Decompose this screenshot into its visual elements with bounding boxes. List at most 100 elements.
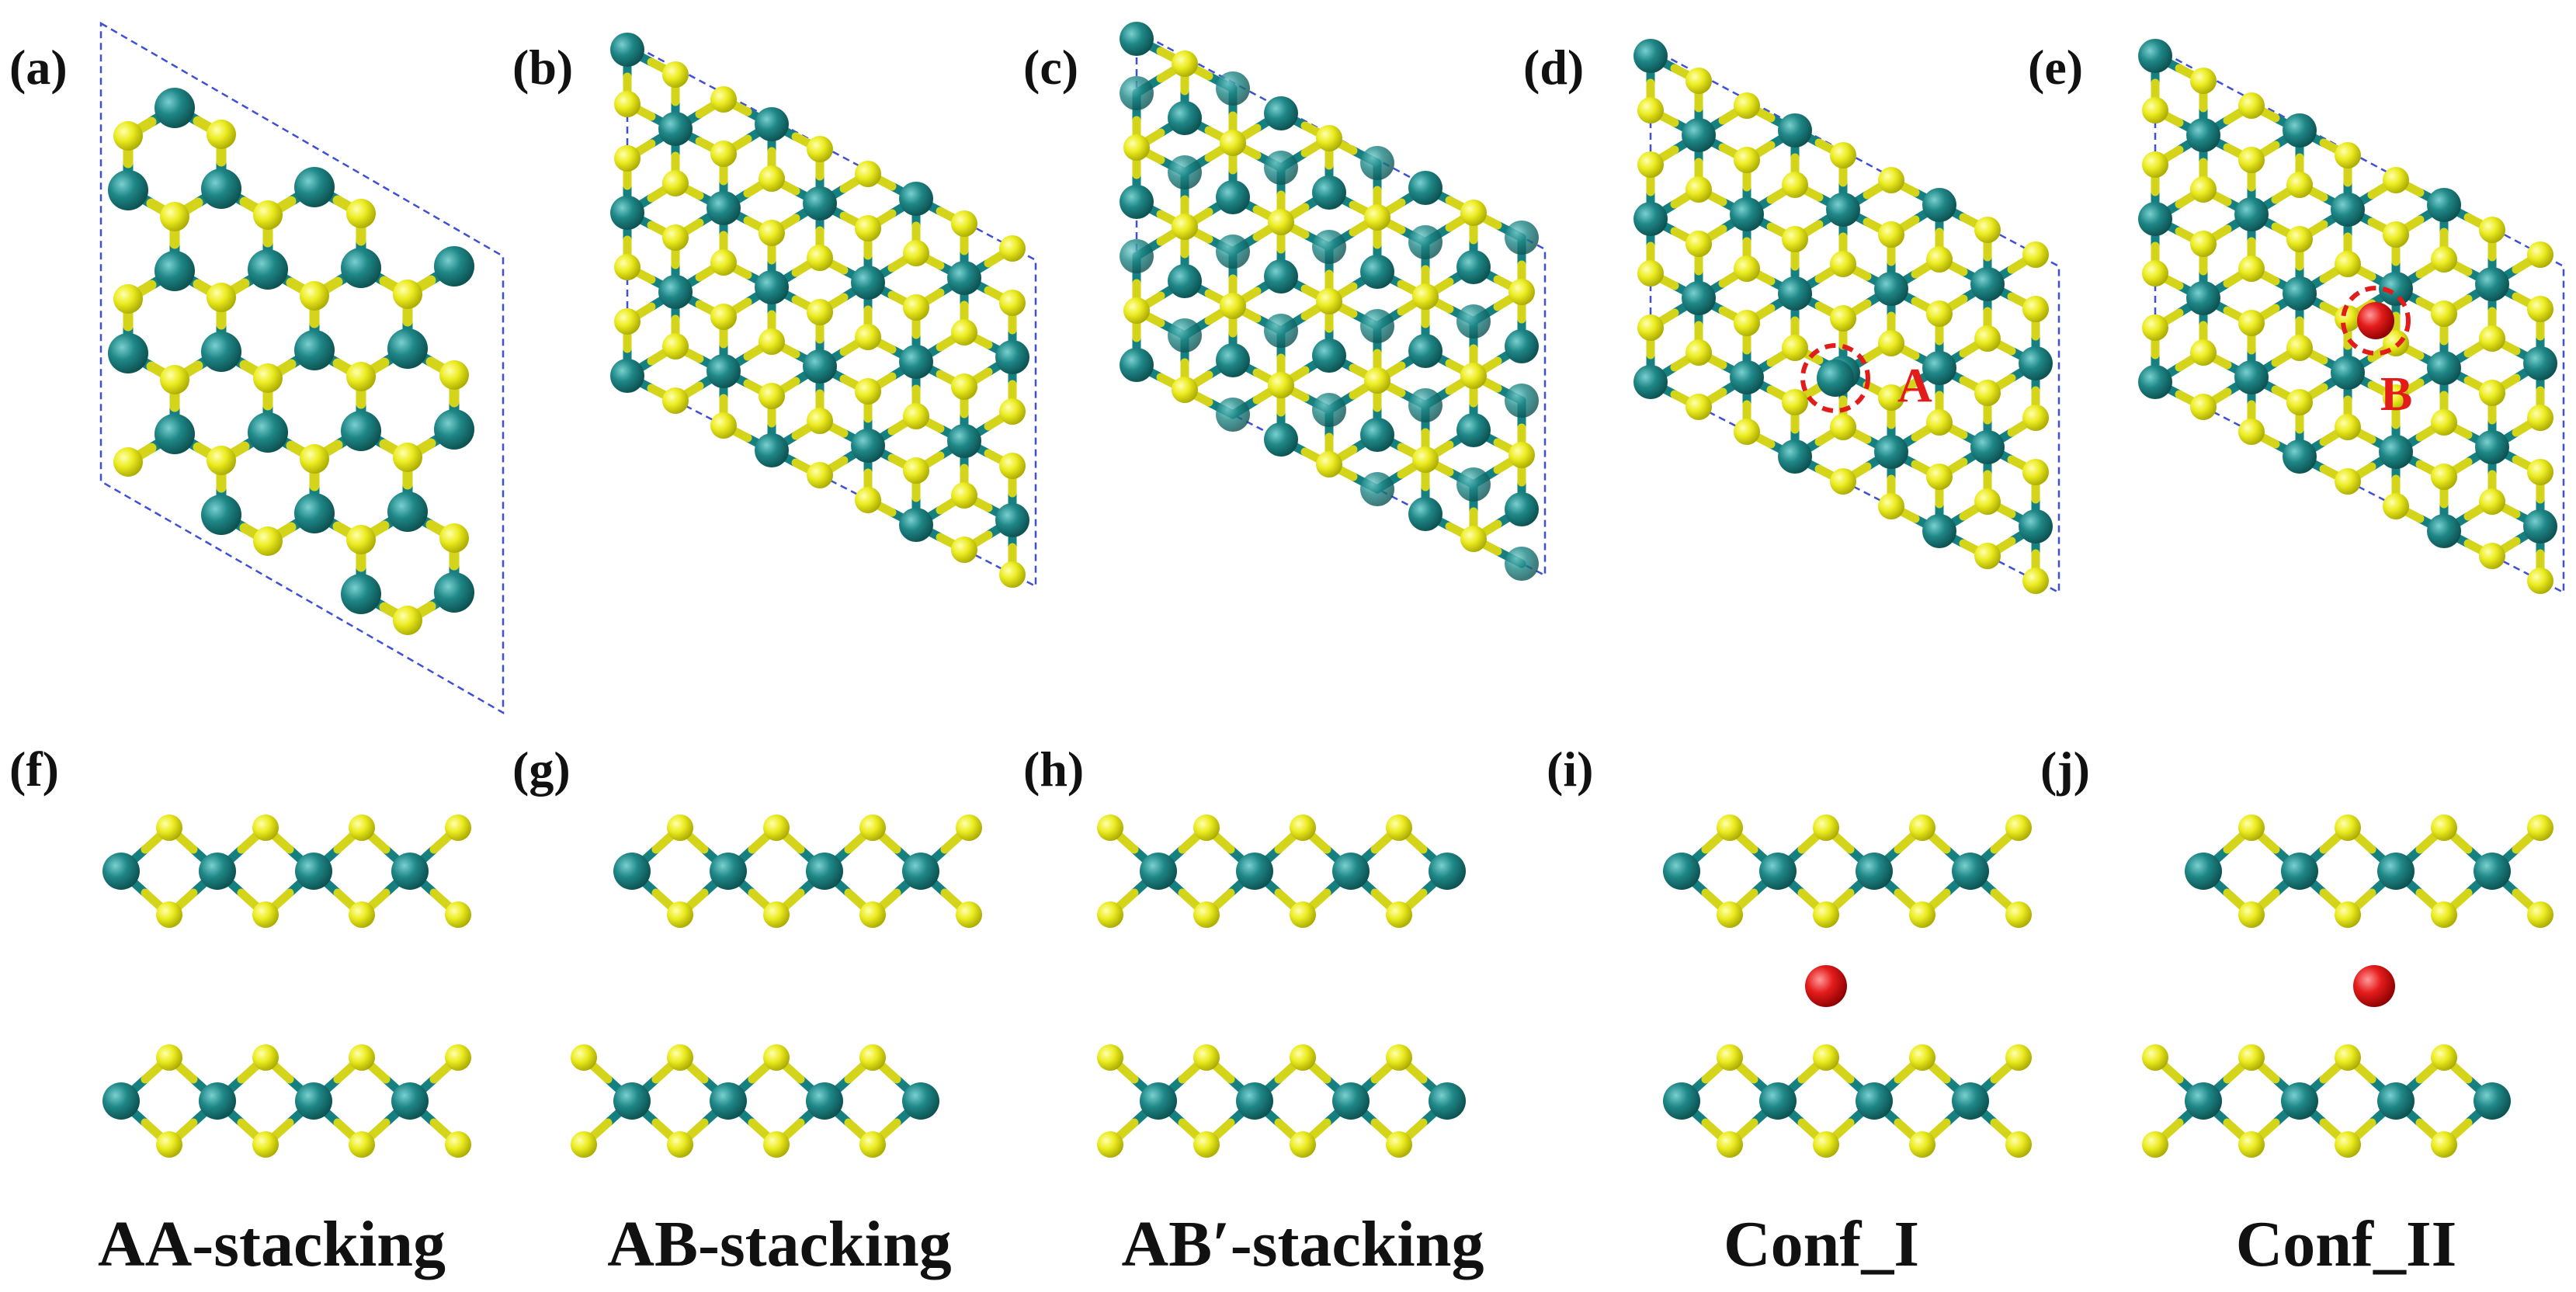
chalcogen-atom — [807, 462, 833, 488]
chalcogen-atom — [2479, 380, 2505, 406]
metal-atom — [108, 170, 148, 210]
caption-conf-ii: Conf_II — [2236, 1208, 2457, 1280]
metal-atom — [1505, 492, 1539, 526]
chalcogen-atom — [2238, 147, 2265, 173]
chalcogen-atom — [1926, 246, 1953, 273]
metal-atom — [1120, 239, 1154, 273]
metal-atom — [2427, 351, 2461, 385]
metal-atom — [610, 33, 644, 67]
chalcogen-atom — [763, 1044, 790, 1071]
metal-atom — [108, 333, 148, 373]
chalcogen-atom — [349, 814, 375, 841]
metal-atom — [1922, 514, 1956, 548]
chalcogen-atom — [1686, 68, 1712, 94]
metal-atom — [995, 340, 1029, 374]
chalcogen-atom — [113, 284, 143, 314]
chalcogen-atom — [2479, 325, 2505, 352]
chalcogen-atom — [2431, 300, 2457, 327]
panel-i-side-view — [1663, 814, 2032, 1158]
chalcogen-atom — [300, 281, 329, 311]
chalcogen-atom — [349, 901, 375, 928]
chalcogen-atom — [1637, 260, 1664, 287]
chalcogen-atom — [1878, 221, 1904, 248]
chalcogen-atom — [2383, 384, 2409, 411]
chalcogen-atom — [1460, 200, 1487, 226]
metal-atom — [341, 574, 381, 614]
metal-atom — [806, 1082, 843, 1120]
metal-atom — [899, 508, 933, 542]
chalcogen-atom — [207, 120, 236, 149]
chalcogen-atom — [710, 86, 737, 113]
metal-atom — [391, 853, 429, 890]
metal-atom — [899, 345, 933, 379]
metal-atom — [2185, 853, 2222, 890]
metal-atom — [1682, 281, 1716, 315]
chalcogen-atom — [2190, 231, 2217, 257]
chalcogen-atom — [1717, 901, 1743, 928]
chalcogen-atom — [1974, 380, 2001, 406]
chalcogen-atom — [1460, 363, 1487, 389]
chalcogen-atom — [951, 482, 977, 509]
chalcogen-atom — [2479, 217, 2505, 243]
chalcogen-atom — [951, 537, 977, 563]
chalcogen-atom — [1193, 814, 1220, 841]
chalcogen-atom — [903, 294, 929, 321]
chalcogen-atom — [2527, 241, 2553, 268]
chalcogen-atom — [763, 901, 790, 928]
chalcogen-atom — [2142, 260, 2168, 287]
metal-atom — [1682, 118, 1716, 152]
metal-atom — [902, 1082, 939, 1120]
chalcogen-atom — [1316, 125, 1342, 151]
chalcogen-atom — [2142, 151, 2168, 178]
chalcogen-atom — [1813, 1044, 1839, 1071]
metal-atom — [201, 332, 241, 372]
chalcogen-atom — [2005, 814, 2032, 841]
metal-atom — [1408, 334, 1442, 368]
chalcogen-atom — [1878, 330, 1904, 356]
metal-atom — [1826, 193, 1860, 227]
chalcogen-atom — [2238, 92, 2265, 119]
metal-atom — [755, 107, 789, 141]
site-marker-a: A — [1800, 343, 1932, 413]
chalcogen-atom — [2383, 221, 2409, 248]
chalcogen-atom — [346, 362, 376, 391]
chalcogen-atom — [2238, 419, 2265, 445]
chalcogen-atom — [2286, 335, 2313, 361]
chalcogen-atom — [1172, 377, 1198, 403]
chalcogen-atom — [2286, 172, 2313, 198]
chalcogen-atom — [1974, 217, 2001, 243]
metal-atom — [1456, 250, 1491, 284]
chalcogen-atom — [999, 235, 1026, 262]
chalcogen-atom — [855, 161, 881, 187]
chalcogen-atom — [2431, 1131, 2457, 1158]
chalcogen-atom — [2190, 176, 2217, 203]
metal-atom — [1663, 1082, 1700, 1120]
metal-atom — [2283, 113, 2317, 148]
metal-atom — [658, 112, 693, 146]
chalcogen-atom — [855, 215, 881, 241]
chalcogen-atom — [1878, 493, 1904, 519]
chalcogen-atom — [807, 136, 833, 162]
metal-atom — [1236, 1082, 1273, 1120]
metal-atom — [1120, 76, 1154, 110]
metal-atom — [2474, 1082, 2511, 1120]
chalcogen-atom — [252, 1044, 279, 1071]
metal-atom — [2523, 509, 2557, 544]
metal-atom — [1120, 22, 1154, 56]
metal-atom — [1759, 853, 1797, 890]
metal-atom — [1970, 430, 2005, 464]
chalcogen-atom — [2527, 901, 2553, 928]
chalcogen-atom — [1782, 335, 1808, 361]
chalcogen-atom — [1974, 325, 2001, 352]
chalcogen-atom — [1878, 167, 1904, 193]
chalcogen-atom — [614, 308, 641, 335]
chalcogen-atom — [1123, 134, 1150, 161]
metal-atom — [1505, 221, 1539, 255]
panel-label-h: (h) — [1023, 742, 1084, 797]
metal-atom — [1360, 309, 1394, 343]
chalcogen-atom — [1813, 1131, 1839, 1158]
metal-atom — [199, 853, 236, 890]
chalcogen-atom — [859, 814, 886, 841]
chalcogen-atom — [1412, 446, 1439, 473]
